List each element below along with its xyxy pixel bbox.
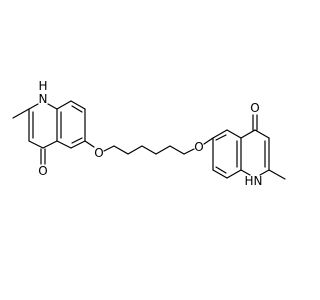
atom-label-right-nh-n: N [254,174,263,188]
atom-label-right-carbonyl-o: O [250,101,259,115]
atom-label-left-nh-h: H [38,79,47,93]
bond [212,129,228,139]
bond [103,145,115,152]
bond [215,166,227,174]
bond [70,100,86,110]
bond [226,129,242,139]
bond [169,145,185,155]
molecule-canvas: H N O O O O H N [12,79,286,188]
bond [28,103,39,110]
atom-label-left-nh-n: N [39,92,48,106]
bond [47,103,58,110]
bond [254,129,270,139]
bond [56,140,72,149]
structure-diagram: H N O O O O H N [12,79,286,188]
bond [71,137,83,144]
bond [183,148,195,155]
bond [226,169,242,179]
bond [127,145,143,155]
bond [215,134,227,141]
bond [259,169,270,176]
bond [203,137,214,145]
atom-label-right-ether-o: O [194,140,203,154]
bond [268,169,286,180]
bond [28,140,44,149]
bond [141,145,157,155]
bond [155,145,171,155]
bond [56,100,72,110]
atom-label-left-carbonyl-o: O [38,164,47,178]
bond [240,169,251,176]
bond [84,140,95,148]
atom-label-right-nh-h: H [244,174,253,188]
bond [42,140,58,149]
bond [212,169,228,179]
bond [70,140,86,149]
bond [113,145,129,155]
bond [240,129,256,139]
bond [71,105,83,113]
atom-label-left-ether-o: O [94,146,103,160]
bond [12,108,30,119]
